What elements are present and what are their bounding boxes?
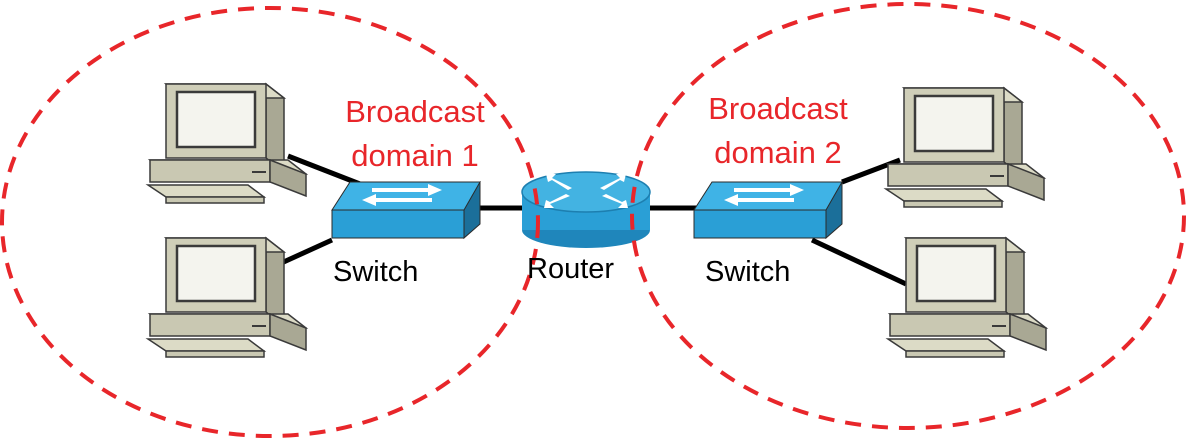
domain-1-title-line2: domain 1: [351, 138, 479, 173]
router-icon: [521, 171, 651, 249]
domain-2-title-line1: Broadcast: [708, 91, 848, 126]
domain-2-title-line2: domain 2: [714, 135, 842, 170]
domain-1-title-line1: Broadcast: [345, 94, 485, 129]
broadcast-domain-2-outline: [630, 2, 1186, 430]
switch-right-label: Switch: [705, 256, 791, 288]
cable-switch2-pc4: [810, 237, 908, 287]
switch-right-icon: [693, 181, 843, 239]
computer-right-bottom-icon: [886, 236, 1048, 359]
broadcast-domain-1-outline: [0, 6, 540, 438]
switch-left-icon: [331, 181, 481, 239]
cable-pc1-switch1: [287, 153, 361, 187]
computer-left-bottom-icon: [146, 236, 308, 359]
router-label: Router: [527, 253, 615, 285]
computer-right-top-icon: [884, 86, 1046, 209]
computer-left-top-icon: [146, 82, 308, 205]
switch-left-label: Switch: [333, 256, 419, 288]
